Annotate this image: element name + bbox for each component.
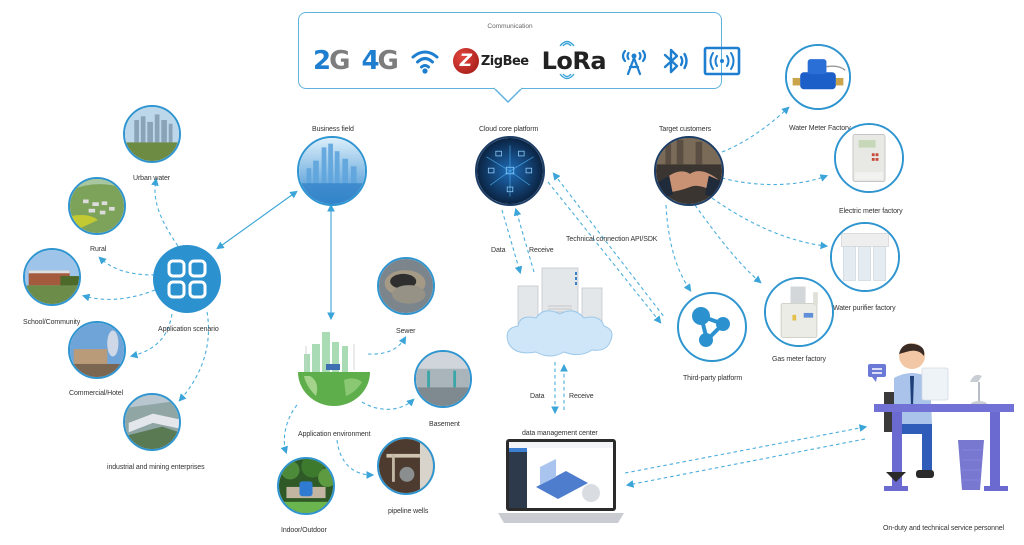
link-scenario-business bbox=[216, 190, 298, 250]
target-customers-node[interactable] bbox=[654, 136, 724, 206]
laptop-dashboard-image bbox=[498, 439, 624, 523]
third-party-label: Third-party platform bbox=[683, 375, 743, 382]
scenario-urban-water[interactable] bbox=[123, 105, 181, 163]
customer-electric-meter-label: Electric meter factory bbox=[839, 208, 903, 215]
customer-water-purifier-label: Water purifier factory bbox=[833, 305, 896, 312]
link-school bbox=[81, 289, 156, 302]
application-environment-node[interactable] bbox=[296, 326, 372, 406]
communication-title: Communication bbox=[487, 23, 533, 30]
link-gas-meter bbox=[694, 204, 762, 284]
cloud-core-node[interactable] bbox=[475, 136, 545, 206]
scenario-rural-label: Rural bbox=[90, 246, 107, 253]
gas-meter-image bbox=[766, 279, 832, 345]
antenna-tower-icon bbox=[621, 49, 647, 76]
zigbee-logo: Z ZigBee bbox=[452, 48, 529, 74]
bluetooth-icon bbox=[663, 48, 688, 74]
scenario-commercial-label: Commercial/Hotel bbox=[69, 390, 124, 397]
protocol-list: 2G 4G Z ZigBee LoRa bbox=[313, 40, 741, 81]
zigbee-badge: Z bbox=[452, 48, 479, 74]
urban-water-image bbox=[125, 107, 179, 161]
indoor-outdoor-image bbox=[279, 459, 333, 513]
communication-panel: Communication 2G 4G Z ZigBee LoRa bbox=[298, 12, 741, 89]
city-skyline-image bbox=[299, 138, 365, 204]
wireless-broadcast-icon bbox=[703, 46, 741, 76]
scenario-school[interactable] bbox=[23, 248, 81, 306]
environment-sewer-label: Sewer bbox=[396, 328, 416, 335]
lora-logo: LoRa bbox=[542, 40, 607, 80]
link-urban-water bbox=[151, 177, 179, 247]
business-field-label: Business field bbox=[312, 126, 354, 133]
service-personnel-image bbox=[868, 343, 1014, 491]
commercial-image bbox=[70, 323, 124, 377]
rural-image bbox=[70, 179, 124, 233]
scenario-industrial-label: industrial and mining enterprises bbox=[107, 464, 205, 471]
4g-logo: 4G bbox=[361, 46, 398, 76]
share-network-icon bbox=[692, 307, 730, 347]
customer-water-purifier[interactable] bbox=[830, 222, 900, 292]
cloud-server-node[interactable] bbox=[500, 262, 618, 360]
personnel-node[interactable] bbox=[866, 342, 1016, 502]
electric-meter-image bbox=[836, 125, 902, 191]
api-connection-label: Technical connection API/SDK bbox=[566, 236, 658, 243]
environment-indoor-outdoor[interactable] bbox=[277, 457, 335, 515]
apps-grid-icon bbox=[167, 259, 207, 299]
wifi-icon bbox=[411, 50, 439, 74]
link-sewer bbox=[367, 336, 407, 355]
scenario-industrial[interactable] bbox=[123, 393, 181, 451]
scenario-rural[interactable] bbox=[68, 177, 126, 235]
industrial-image bbox=[125, 395, 179, 449]
application-scenario-label: Application scenario bbox=[158, 326, 219, 333]
center-data-label: Data bbox=[530, 393, 545, 400]
water-purifier-image bbox=[832, 224, 898, 290]
cloud-data-label: Data bbox=[491, 247, 506, 254]
pipeline-wells-image bbox=[379, 439, 433, 493]
link-commercial bbox=[129, 313, 173, 359]
zigbee-label: ZigBee bbox=[480, 53, 529, 69]
customer-gas-meter[interactable] bbox=[764, 277, 834, 347]
link-electric-meter bbox=[721, 174, 829, 186]
communication-pointer bbox=[494, 87, 522, 103]
link-water-purifier bbox=[711, 197, 829, 250]
environment-sewer[interactable] bbox=[377, 257, 435, 315]
cloud-platform-image bbox=[477, 138, 543, 204]
customer-gas-meter-label: Gas meter factory bbox=[772, 356, 826, 363]
school-image bbox=[25, 250, 79, 304]
center-receive-label: Receive bbox=[569, 393, 594, 400]
green-city-globe-image bbox=[298, 332, 370, 406]
link-water-meter bbox=[721, 106, 790, 153]
customer-water-meter-label: Water Meter Factory bbox=[789, 125, 851, 132]
basement-image bbox=[416, 352, 470, 406]
2g-logo: 2G bbox=[313, 46, 350, 76]
environment-basement-label: Basement bbox=[429, 421, 460, 428]
water-meter-image bbox=[787, 46, 849, 108]
environment-pipeline-wells-label: pipeline wells bbox=[388, 508, 429, 515]
link-indoor bbox=[280, 404, 298, 455]
link-personnel-out bbox=[624, 424, 868, 474]
cloud-server-image bbox=[506, 267, 613, 357]
environment-pipeline-wells[interactable] bbox=[377, 437, 435, 495]
business-field-node[interactable] bbox=[297, 136, 367, 206]
target-customers-label: Target customers bbox=[659, 126, 712, 133]
scenario-commercial[interactable] bbox=[68, 321, 126, 379]
link-rural bbox=[98, 256, 156, 276]
personnel-label: On-duty and technical service personnel bbox=[883, 525, 1005, 532]
cloud-core-label: Cloud core platform bbox=[479, 126, 539, 133]
sewer-image bbox=[379, 259, 433, 313]
link-third-party bbox=[665, 204, 692, 292]
scenario-urban-water-label: Urban water bbox=[133, 175, 171, 182]
data-center-node[interactable] bbox=[496, 437, 626, 527]
environment-basement[interactable] bbox=[414, 350, 472, 408]
link-personnel-in bbox=[625, 438, 866, 488]
environment-indoor-outdoor-label: Indoor/Outdoor bbox=[281, 527, 327, 534]
third-party-node[interactable] bbox=[677, 292, 747, 362]
cloud-receive-label: Receive bbox=[529, 247, 554, 254]
data-center-label: data management center bbox=[522, 430, 598, 437]
customer-electric-meter[interactable] bbox=[834, 123, 904, 193]
scenario-school-label: School/Community bbox=[23, 319, 81, 326]
handshake-image bbox=[656, 138, 722, 204]
application-scenario-node[interactable] bbox=[153, 245, 221, 313]
link-pipeline bbox=[336, 439, 375, 479]
customer-water-meter[interactable] bbox=[785, 44, 851, 110]
application-environment-label: Application environment bbox=[298, 431, 371, 438]
